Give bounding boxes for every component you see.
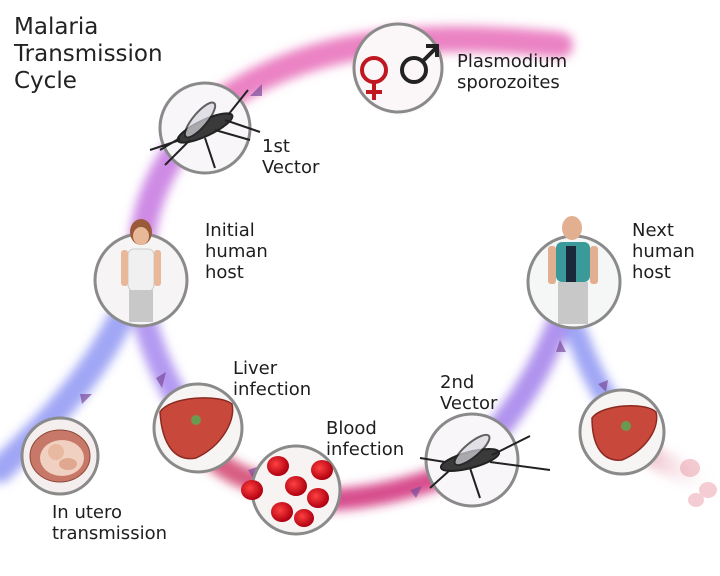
label-blood-infection: Blood infection bbox=[326, 418, 405, 460]
label-next-host: Next human host bbox=[632, 220, 695, 283]
man-figure-icon bbox=[548, 216, 598, 324]
node-sporozoites bbox=[350, 20, 446, 116]
node-blood-infection bbox=[241, 444, 342, 536]
arrow-icon bbox=[156, 372, 166, 388]
label-in-utero: In utero transmission bbox=[52, 502, 167, 544]
label-first-vector: 1st Vector bbox=[262, 136, 320, 178]
label-sporozoites: Plasmodium sporozoites bbox=[457, 51, 568, 93]
male-symbol-icon bbox=[400, 44, 439, 84]
woman-figure-icon bbox=[121, 219, 161, 322]
red-blood-cells-icon bbox=[241, 456, 333, 527]
mosquito-icon bbox=[419, 433, 551, 499]
label-initial-host: Initial human host bbox=[205, 220, 268, 283]
label-second-vector: 2nd Vector bbox=[440, 372, 498, 414]
node-in-utero bbox=[20, 416, 100, 496]
fading-blood-cells bbox=[680, 459, 717, 507]
arrow-icon bbox=[598, 380, 608, 392]
arrow-icon bbox=[556, 340, 566, 352]
arrow-icon bbox=[250, 84, 262, 96]
node-initial-host bbox=[93, 219, 189, 328]
node-first-vector bbox=[149, 81, 261, 175]
mosquito-icon bbox=[149, 89, 261, 169]
arrow-icon bbox=[80, 394, 92, 404]
node-next-host bbox=[526, 216, 622, 330]
label-liver-infection: Liver infection bbox=[233, 358, 312, 400]
fetus-womb-icon bbox=[29, 429, 91, 483]
node-second-vector bbox=[419, 412, 551, 508]
node-next-liver bbox=[578, 388, 666, 476]
liver-icon bbox=[591, 405, 658, 461]
liver-icon bbox=[159, 397, 234, 460]
node-liver-infection bbox=[152, 382, 244, 474]
female-symbol-icon bbox=[360, 56, 388, 100]
diagram-title: Malaria Transmission Cycle bbox=[14, 14, 163, 94]
arrow-icon bbox=[410, 486, 422, 498]
